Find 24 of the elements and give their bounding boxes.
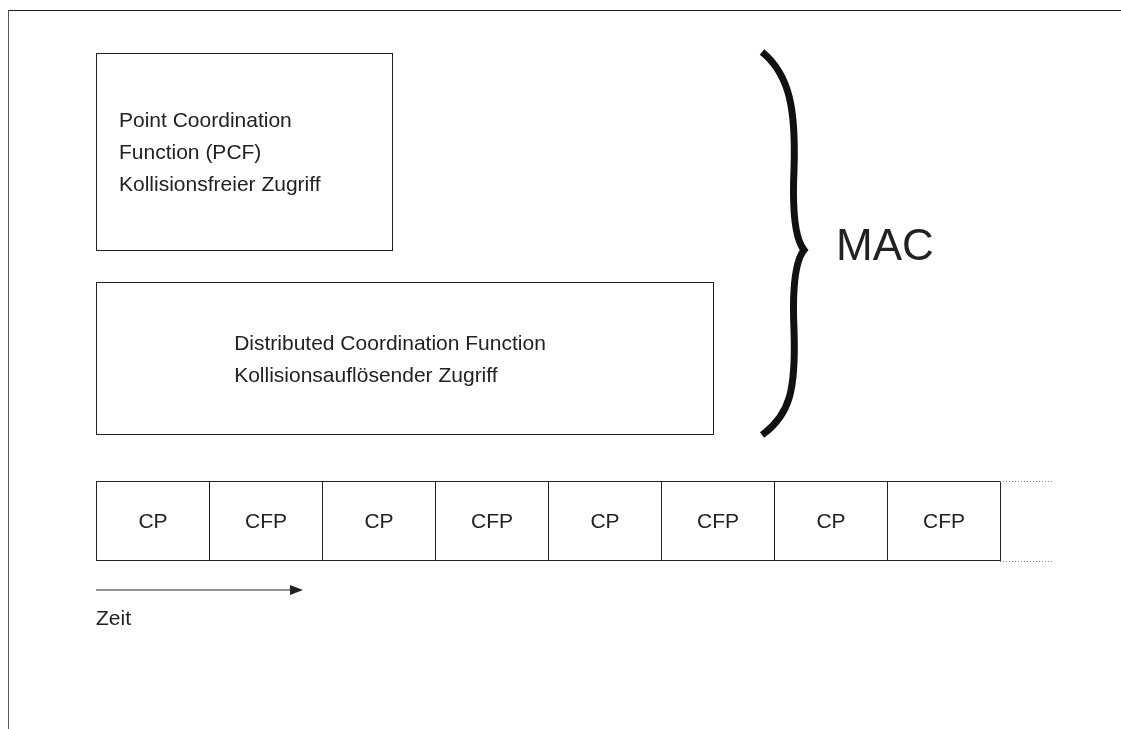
process-box [96,53,393,251]
box-text: Kollisionsfreier Zugriff [119,171,322,197]
slot-label: CP [364,509,394,533]
bracket-label: MAC [836,220,934,270]
slot-label: CP [138,509,168,533]
time-slot [209,481,323,561]
slot-label: CP [816,509,846,533]
slot-label: CFP [923,509,965,533]
slot-label: CFP [245,509,287,533]
time-slot [887,481,1001,561]
axis-label: Zeit [96,606,131,630]
box-text: Kollisionsauflösender Zugriff [234,361,499,388]
process-box [96,282,714,435]
time-slot [548,481,662,561]
box-text: Distributed Coordination Function [234,329,546,356]
time-slot [774,481,888,561]
time-slot [322,481,436,561]
slot-label: CFP [697,509,739,533]
box-text: Point Coordination Function (PCF) [119,107,293,165]
slot-label: CP [590,509,620,533]
time-slot [661,481,775,561]
time-slot [96,481,210,561]
time-slot [435,481,549,561]
slot-label: CFP [471,509,513,533]
